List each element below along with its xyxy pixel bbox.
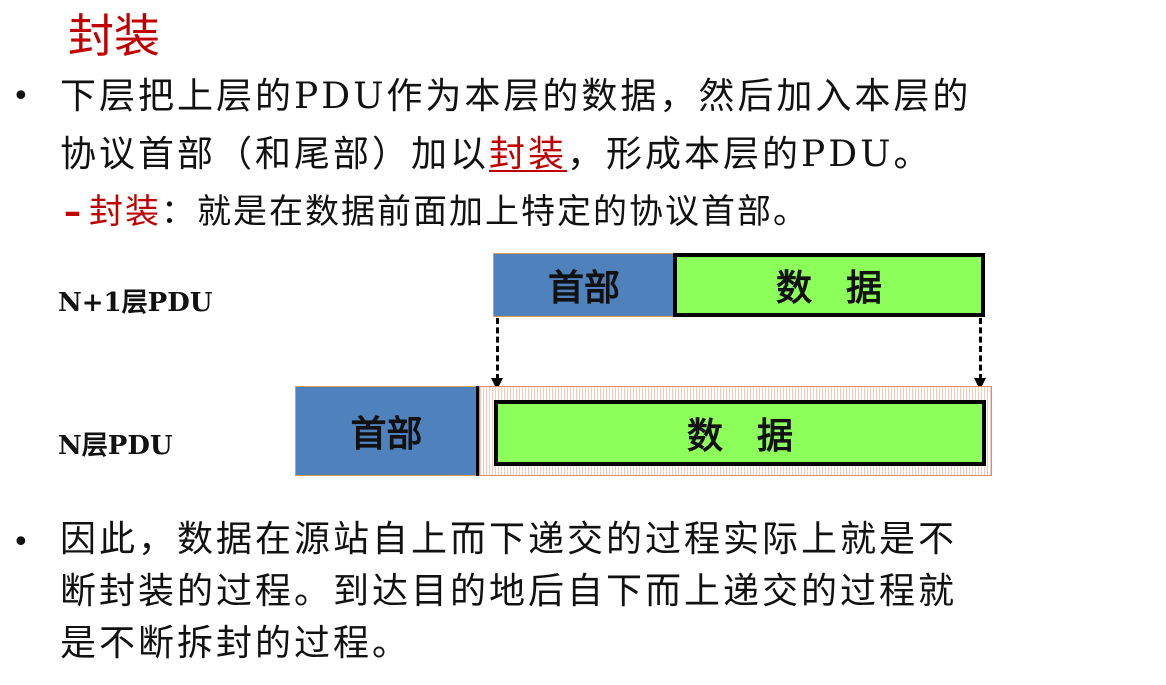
upper-data-box: 数据 [673,253,985,317]
dash-icon: – [64,192,83,232]
lower-header-text: 首部 [350,414,423,455]
sub-point-term: 封装 [89,192,161,232]
bullet-1-line-1: 下层把上层的PDU作为本层的数据，然后加入本层的 [60,76,972,117]
lower-divider [476,386,479,476]
slide-title: 封装 [68,9,160,63]
bullet-icon: • [12,79,30,114]
lower-data-text: 数据 [686,416,827,457]
bullet-icon-2: • [12,525,30,560]
right-dashed-arrow [979,318,982,380]
bullet-2-line-1: 因此，数据在源站自上而下递交的过程实际上就是不 [60,519,958,560]
sub-point: –封装：就是在数据前面加上特定的协议首部。 [64,187,809,237]
upper-header-text: 首部 [547,268,620,309]
left-dashed-arrow [496,318,499,380]
bullet-1-line-2-post: ，形成本层的PDU。 [567,134,933,175]
upper-data-text: 数据 [775,268,916,309]
bullet-2-line-3: 是不断拆封的过程。 [60,623,412,664]
sub-point-definition: ：就是在数据前面加上特定的协议首部。 [161,192,809,232]
upper-pdu-label: N+1层PDU [58,288,213,318]
bullet-1-line-2-pre: 协议首部（和尾部）加以 [60,134,490,175]
lower-pdu-label: N层PDU [58,431,173,461]
bullet-1-line-2: 协议首部（和尾部）加以封装，形成本层的PDU。 [60,126,1130,184]
lower-data-box: 数据 [494,400,986,466]
bullet-paragraph-2: 因此，数据在源站自上而下递交的过程实际上就是不 断封装的过程。到达目的地后自下而… [60,514,1130,670]
lower-header-box: 首部 [295,386,478,476]
bullet-2-line-2: 断封装的过程。到达目的地后自下而上递交的过程就 [60,571,958,612]
bullet-paragraph-1: 下层把上层的PDU作为本层的数据，然后加入本层的 协议首部（和尾部）加以封装，形… [60,68,1130,184]
upper-header-box: 首部 [493,253,675,317]
encapsulation-highlight: 封装 [489,134,568,175]
